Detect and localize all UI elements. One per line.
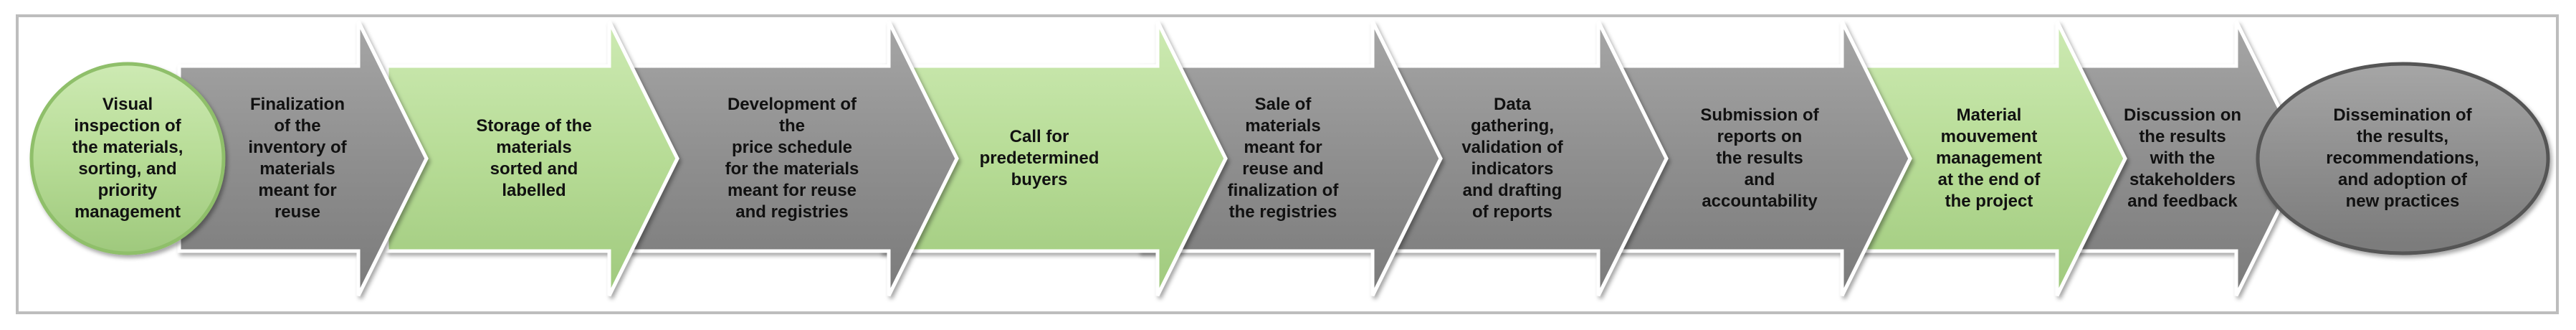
start-circle <box>29 62 226 255</box>
step-arrow-5 <box>879 20 1228 297</box>
step-arrow-9 <box>1840 20 2127 297</box>
step-label-1: Visual inspection of the materials, sort… <box>72 95 183 222</box>
end-circle <box>2256 62 2550 255</box>
step-arrow-10 <box>2062 20 2307 297</box>
step-arrow-7 <box>1378 20 1669 297</box>
step-arrow-8 <box>1614 20 1912 297</box>
step-label-10: Discussion on the results with the stake… <box>2123 105 2242 211</box>
step-label-8: Submission of reports on the results and… <box>1700 105 1819 211</box>
step-label-3: Storage of the materials sorted and labe… <box>476 116 592 200</box>
step-arrow-2 <box>177 20 429 297</box>
step-label-6: Sale of materials meant for reuse and fi… <box>1227 95 1339 222</box>
step-label-11: Dissemination of the results, recommenda… <box>2326 105 2479 211</box>
step-label-9: Material mouvement management at the end… <box>1935 105 2043 211</box>
step-label-5: Call for predetermined buyers <box>979 127 1099 189</box>
step-label-7: Data gathering, validation of indicators… <box>1461 95 1563 222</box>
step-arrow-4 <box>629 20 959 297</box>
step-arrow-3 <box>385 20 679 297</box>
step-label-2: Finalization of the inventory of materia… <box>248 95 347 222</box>
step-label-4: Development of the price schedule for th… <box>725 95 859 222</box>
